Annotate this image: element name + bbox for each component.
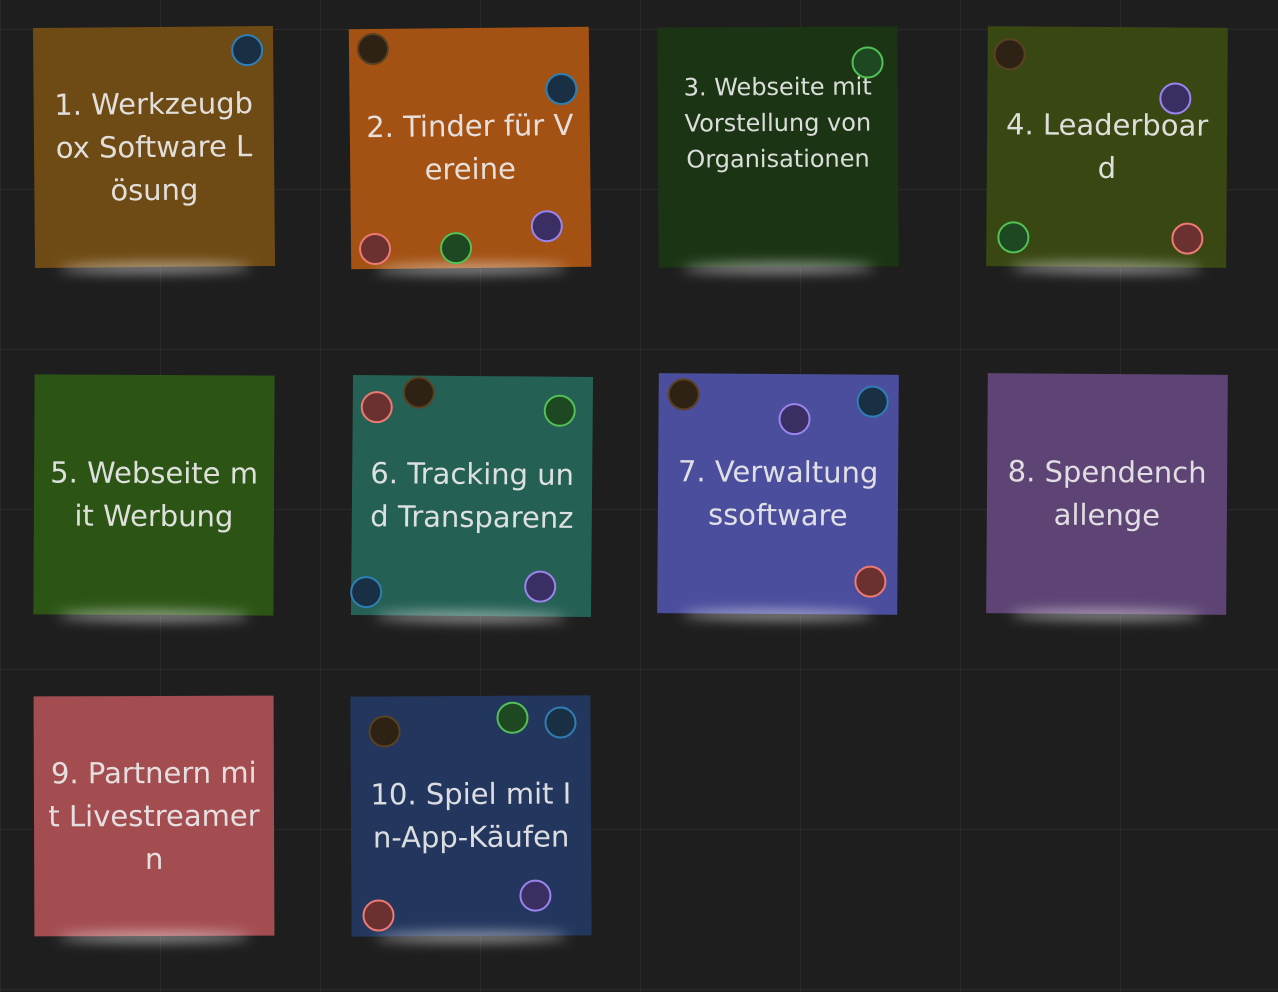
sticky-note-label: 10. Spiel mit In-App-Käufen — [370, 776, 572, 855]
sticky-note-webseite-organisationen[interactable]: 3. Webseite mit Vorstellung von Organisa… — [657, 26, 899, 268]
vote-dot-red[interactable] — [854, 565, 887, 598]
vote-dot-blue[interactable] — [856, 385, 889, 418]
vote-dot-red[interactable] — [362, 899, 395, 932]
vote-dot-purple[interactable] — [778, 403, 811, 436]
vote-dot-purple[interactable] — [519, 879, 552, 912]
vote-dot-purple[interactable] — [524, 570, 557, 603]
vote-dot-dark[interactable] — [402, 376, 436, 409]
sticky-note-verwaltungssoftware[interactable]: 7. Verwaltungssoftware — [657, 373, 899, 615]
sticky-note-label: 3. Webseite mit Vorstellung von Organisa… — [683, 72, 872, 174]
sticky-note-label: 9. Partnern mit Livestreamern — [48, 755, 260, 876]
sticky-note-spendenchallenge[interactable]: 8. Spendenchallenge — [986, 373, 1228, 615]
vote-dot-red[interactable] — [1171, 222, 1204, 255]
vote-dot-dark[interactable] — [667, 378, 700, 411]
sticky-note-werkzeugbox[interactable]: 1. Werkzeugbox Software Lösung — [32, 25, 276, 269]
vote-dot-green[interactable] — [997, 221, 1030, 254]
vote-dot-red[interactable] — [358, 232, 392, 266]
sticky-note-webseite-werbung[interactable]: 5. Webseite mit Werbung — [33, 374, 275, 616]
vote-dot-green[interactable] — [496, 701, 529, 734]
vote-dot-dark[interactable] — [356, 32, 390, 66]
sticky-note-label: 1. Werkzeugbox Software Lösung — [54, 85, 254, 207]
sticky-note-label: 8. Spendenchallenge — [1007, 454, 1207, 533]
vote-dot-blue[interactable] — [350, 575, 383, 609]
vote-dot-blue[interactable] — [231, 34, 264, 67]
sticky-note-label: 7. Verwaltungssoftware — [677, 454, 879, 533]
vote-dot-red[interactable] — [360, 391, 393, 424]
sticky-note-label: 5. Webseite mit Werbung — [50, 455, 259, 534]
vote-dot-dark[interactable] — [993, 38, 1026, 71]
sticky-note-spiel-in-app[interactable]: 10. Spiel mit In-App-Käufen — [350, 695, 592, 937]
sticky-note-label: 6. Tracking und Transparenz — [370, 456, 575, 535]
vote-dot-green[interactable] — [851, 46, 884, 79]
vote-dot-purple[interactable] — [1159, 82, 1192, 115]
sticky-note-label: 4. Leaderboard — [1005, 107, 1209, 186]
sticky-note-tracking[interactable]: 6. Tracking und Transparenz — [350, 374, 594, 618]
vote-dot-blue[interactable] — [545, 72, 578, 106]
vote-dot-green[interactable] — [439, 231, 473, 265]
sticky-note-leaderboard[interactable]: 4. Leaderboard — [986, 26, 1228, 268]
sticky-note-label: 2. Tinder für Vereine — [366, 107, 574, 187]
sticky-note-tinder[interactable]: 2. Tinder für Vereine — [348, 26, 592, 270]
vote-dot-green[interactable] — [543, 394, 576, 427]
vote-dot-blue[interactable] — [544, 706, 577, 739]
vote-dot-purple[interactable] — [530, 210, 563, 243]
sticky-note-livestreamer[interactable]: 9. Partnern mit Livestreamern — [33, 695, 275, 937]
vote-dot-dark[interactable] — [368, 715, 401, 748]
